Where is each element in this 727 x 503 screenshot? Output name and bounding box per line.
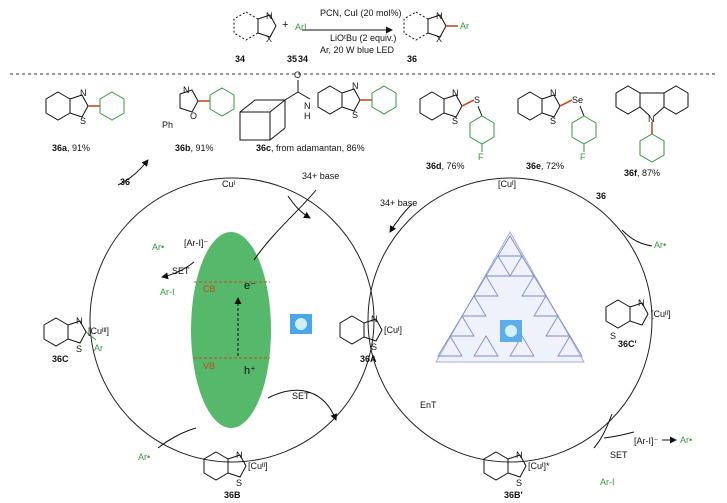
left-ar-i-label: Ar-I	[160, 287, 175, 297]
product-36f-structure	[615, 85, 689, 163]
atom-s-36A: S	[371, 342, 378, 352]
ph-substituent-36b: Ph	[162, 120, 174, 130]
atom-n-36B: N	[236, 450, 243, 460]
atom-n-36c: N	[352, 81, 359, 91]
right-ar-i-complex: [Ar-I]⁻	[634, 436, 659, 446]
hetero-36d: S	[474, 95, 481, 105]
reactant-35-label: 34	[298, 54, 309, 64]
condition-1: PCN, CuI (20 mol%)	[320, 8, 402, 18]
left-ar-radical: Ar•	[152, 242, 165, 252]
int-36C-ar: Ar	[94, 343, 103, 353]
intermediate-36B-structure	[203, 451, 247, 481]
right-ar-product: Ar•	[680, 435, 693, 445]
atom-n-36A: N	[371, 314, 378, 324]
label-36d: 36d, 76%	[426, 161, 465, 171]
atom-n-36f: N	[648, 114, 655, 124]
right-set-label: SET	[610, 450, 628, 460]
product-36a-structure	[45, 91, 125, 121]
left-ar-bottom: Ar•	[138, 452, 151, 462]
label-36f: 36f, 87%	[624, 168, 661, 178]
product-36e-structure	[517, 91, 597, 152]
condition-2: LiOᵗBu (2 equiv.)	[330, 33, 397, 43]
atom-s-36B-prime: S	[516, 478, 523, 488]
atom-n-36b: N	[183, 85, 190, 95]
hetero-36e: Se	[572, 95, 584, 105]
left-cu-top: Cuᴵ	[222, 179, 236, 189]
atom-x-reactant: X	[266, 34, 273, 44]
int-36C-cu: [Cuᴵᴵᴵ]	[88, 326, 110, 336]
int-36B-prime-cu: [Cuᴵ]*	[528, 461, 550, 471]
right-cycle-circle	[367, 177, 653, 463]
reactant-35-name: ArI	[295, 22, 307, 32]
right-input-34-base: 34+ base	[380, 198, 418, 208]
hole-label: h⁺	[244, 365, 256, 377]
atom-n-36a: N	[80, 88, 87, 98]
fluoro-36d: F	[478, 152, 484, 162]
plus-sign: +	[282, 19, 289, 31]
left-set-bottom: SET	[292, 391, 310, 401]
reactant-34-label: 34	[235, 54, 246, 64]
int-36A-label: 36A	[360, 354, 377, 364]
atom-n-product: N	[436, 11, 443, 21]
atom-x-product: X	[436, 34, 443, 44]
int-36B-prime-label: 36B'	[504, 490, 523, 500]
atom-n-36C-prime: N	[638, 298, 645, 308]
atom-s-36B: S	[236, 478, 243, 488]
right-product-36: 36	[596, 191, 607, 201]
atom-s-36c: S	[352, 110, 359, 120]
atom-s-ring-36d: S	[452, 116, 459, 126]
pcn-lattice-graphic	[435, 230, 585, 363]
product-36c-structure	[239, 80, 397, 141]
product-36-label: 36	[407, 54, 418, 64]
atom-n-36B-prime: N	[516, 450, 523, 460]
atom-n-36d: N	[452, 88, 459, 98]
atom-s-36C: S	[76, 344, 83, 354]
reactant-34-structure	[233, 11, 277, 41]
product-36d-structure	[419, 91, 495, 152]
ent-label: EnT	[420, 400, 437, 410]
product-36-structure	[403, 11, 458, 41]
atom-s-36C-prime: S	[610, 331, 617, 341]
left-input-34-base: 34+ base	[302, 171, 340, 181]
label-36e: 36e, 72%	[526, 161, 565, 171]
ar-product-label: Ar	[460, 21, 469, 31]
atom-n-36e: N	[550, 88, 557, 98]
atom-s-36a: S	[80, 116, 87, 126]
vb-label: VB	[203, 361, 216, 371]
atom-n-reactant: N	[266, 11, 273, 21]
int-36B-cu: [Cuᴵᴵ]	[248, 461, 268, 471]
right-ar-radical: Ar•	[654, 240, 667, 250]
int-36C-prime-label: 36C'	[618, 339, 637, 349]
product-36b-structure	[179, 87, 235, 117]
atom-o-36b: O	[190, 111, 198, 121]
int-36A-cu: [Cuᴵ]	[384, 325, 403, 335]
label-36a: 36a, 91%	[52, 143, 91, 153]
left-ar-i-complex: [Ar-I]⁻	[184, 238, 209, 248]
right-ar-i-label: Ar-I	[600, 477, 615, 487]
int-36C-label: 36C	[52, 354, 69, 364]
condition-3: Ar, 20 W blue LED	[320, 45, 395, 55]
pcn-photocatalyst-ellipse	[191, 232, 271, 428]
intermediate-36C-structure	[43, 317, 97, 347]
right-cu-top: [Cuᴵ]	[498, 179, 517, 189]
electron-label: e⁻	[244, 280, 256, 292]
left-set-label: SET	[172, 266, 190, 276]
int-36B-label: 36B	[224, 490, 241, 500]
int-36C-prime-cu: [Cuᴵᴵ]	[651, 309, 671, 319]
label-36b: 36b, 91%	[175, 143, 214, 153]
intermediate-36B-prime-structure	[483, 451, 527, 481]
intermediate-36A-structure	[339, 315, 383, 345]
atom-n-36C: N	[76, 316, 83, 326]
left-product-36: 36	[120, 177, 131, 187]
atom-nh-36c: N	[304, 101, 311, 111]
atom-s-ring-36e: S	[550, 116, 557, 126]
reactant-35-number: 35	[287, 54, 298, 64]
atom-h-36c: H	[304, 111, 311, 121]
atom-o-carbonyl: O	[294, 70, 302, 80]
fluoro-36e: F	[580, 152, 586, 162]
label-36c: 36c, from adamantan, 86%	[256, 143, 365, 153]
cb-label: CB	[203, 284, 216, 294]
intermediate-36C-prime-structure	[605, 299, 649, 329]
